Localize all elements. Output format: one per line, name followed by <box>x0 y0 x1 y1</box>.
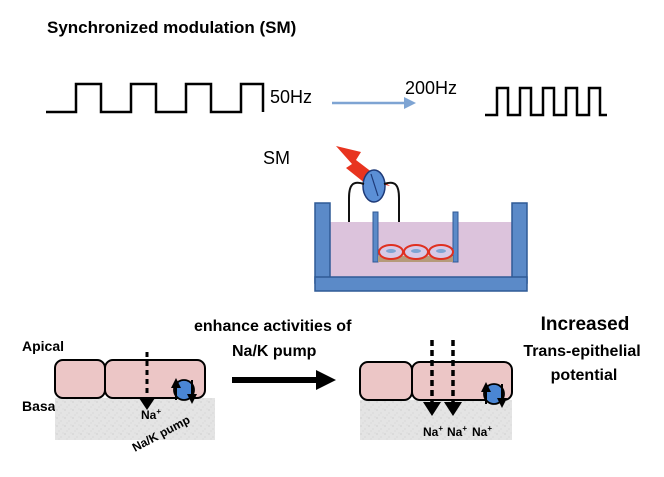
enhance-line-2: Na/K pump <box>232 343 317 360</box>
square-wave-200hz <box>485 86 607 117</box>
sm-label: SM <box>263 148 290 168</box>
right-na-flow-arrow-1-head <box>423 402 441 416</box>
electrode-wire-left <box>348 181 365 238</box>
trans-epithelial-label: Trans-epithelial <box>523 343 640 360</box>
transition-arrow-head <box>404 97 416 109</box>
tank-bottom <box>314 276 528 292</box>
diagram-title: Synchronized modulation (SM) <box>47 18 296 37</box>
right-na-label-1: Na+ <box>423 424 443 439</box>
left-cell-1 <box>54 359 106 399</box>
insert-left-wall <box>372 211 379 263</box>
left-na-flow-arrow-head <box>139 398 155 410</box>
right-cell-1 <box>359 361 413 401</box>
tank-right-wall <box>511 202 528 284</box>
basal-label: Basal <box>22 398 59 414</box>
freq-low-label: 50Hz <box>270 87 312 107</box>
right-na-label-2: Na+ <box>447 424 467 439</box>
increased-label: Increased <box>541 314 630 335</box>
left-basal-layer <box>55 398 215 440</box>
left-na-label: Na+ <box>141 407 161 422</box>
cell-nucleus-3 <box>436 249 446 253</box>
right-na-label-3: Na+ <box>472 424 492 439</box>
electrode-device-mark <box>370 173 379 197</box>
electrode-device-icon <box>362 169 386 203</box>
apical-label: Apical <box>22 338 64 354</box>
cell-nucleus-2 <box>411 249 421 253</box>
freq-high-label: 200Hz <box>405 78 457 98</box>
cell-nucleus-1 <box>386 249 396 253</box>
insert-right-wall <box>452 211 459 263</box>
electrode-wire-right <box>383 181 400 232</box>
enhance-arrow-head <box>316 370 336 390</box>
square-wave-50hz <box>46 82 265 114</box>
enhance-line-1: enhance activities of <box>194 318 352 335</box>
potential-label: potential <box>551 367 618 384</box>
tank-left-wall <box>314 202 331 284</box>
right-na-flow-arrow-2-head <box>444 402 462 416</box>
